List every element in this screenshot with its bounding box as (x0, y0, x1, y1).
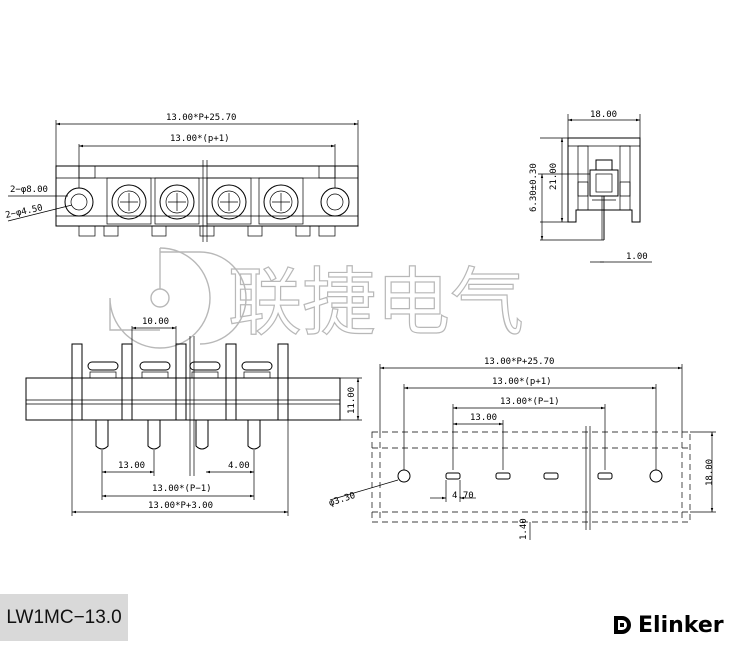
screw-head (139, 361, 171, 379)
terminal-cell (258, 177, 304, 225)
pin (147, 420, 161, 450)
pcb-slot (597, 472, 613, 480)
dim-bot-pitch: 13.00 (470, 413, 497, 423)
part-number-label: LW1MC−13.0 (0, 594, 128, 641)
dim-bot-offset: 1.40 (519, 518, 529, 540)
pcb-view (329, 364, 716, 540)
dim-bot-hole: φ3.30 (328, 491, 357, 509)
dim-side-height: 21.00 (549, 163, 559, 190)
screw-head (87, 361, 119, 379)
watermark: 联捷电气 (109, 247, 525, 349)
dim-top-pitch-span: 13.00*(p+1) (170, 134, 230, 144)
pin (247, 420, 261, 450)
terminal-cell (154, 177, 200, 225)
screw-head (189, 361, 221, 379)
dim-front-overall: 13.00*P+3.00 (148, 501, 213, 511)
brand-mark-icon (614, 616, 631, 634)
dim-hole-4: 2−φ4.50 (5, 203, 44, 221)
brand-logo: Elinker (612, 610, 724, 640)
watermark-text: 联捷电气 (228, 260, 524, 346)
mount-hole-left (64, 187, 94, 217)
dim-top-overall: 13.00*P+25.70 (166, 113, 236, 123)
watermark-logo (109, 247, 247, 349)
dim-front-p1: 13.00*(P−1) (152, 484, 212, 494)
dim-bot-p1plus: 13.00*(p+1) (492, 377, 552, 387)
pcb-slot (495, 472, 511, 480)
dim-side-pin: 1.00 (626, 252, 648, 262)
terminal-cell (206, 177, 252, 225)
pcb-slot (445, 472, 461, 480)
dim-bot-height: 18.00 (705, 459, 715, 486)
dim-bot-p1: 13.00*(P−1) (500, 397, 560, 407)
pcb-mount-hole (649, 469, 663, 483)
dim-front-height: 11.00 (347, 387, 357, 414)
dim-side-width: 18.00 (590, 110, 617, 120)
top-view (7, 120, 359, 242)
pin (95, 420, 109, 450)
mount-hole-right (320, 187, 350, 217)
dim-bot-slot: 4.70 (452, 491, 474, 501)
pin (195, 420, 209, 450)
dim-side-offset: 6.30±0.30 (529, 163, 539, 212)
pcb-slot (543, 472, 559, 480)
terminal-cell (106, 177, 152, 225)
dim-front-gap: 10.00 (142, 317, 169, 327)
dim-bot-overall: 13.00*P+25.70 (484, 357, 554, 367)
dim-front-pitch: 13.00 (118, 461, 145, 471)
screw-head (241, 361, 273, 379)
side-view (538, 114, 652, 263)
front-view (25, 326, 362, 516)
brand-name: Elinker (638, 612, 724, 638)
dim-front-pin: 4.00 (228, 461, 250, 471)
pcb-mount-hole (397, 469, 411, 483)
dim-hole-8: 2−φ8.00 (10, 185, 48, 195)
